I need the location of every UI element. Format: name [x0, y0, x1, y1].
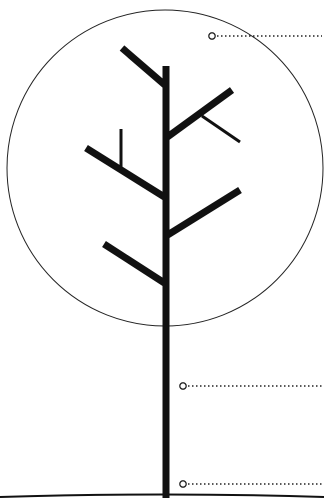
callout-trunk — [180, 383, 322, 389]
branch-top-left — [122, 48, 166, 86]
callout-marker — [209, 33, 215, 39]
branch-lower-right — [166, 190, 240, 236]
tree-branches — [0, 48, 324, 498]
twig-upper-right — [202, 116, 240, 142]
ground-line — [0, 495, 324, 498]
branch-lower-left — [104, 244, 166, 284]
callout-marker — [180, 383, 186, 389]
branch-middle-left — [86, 148, 166, 198]
callout-marker — [180, 481, 186, 487]
callout-crown — [209, 33, 322, 39]
callout-base — [180, 481, 322, 487]
